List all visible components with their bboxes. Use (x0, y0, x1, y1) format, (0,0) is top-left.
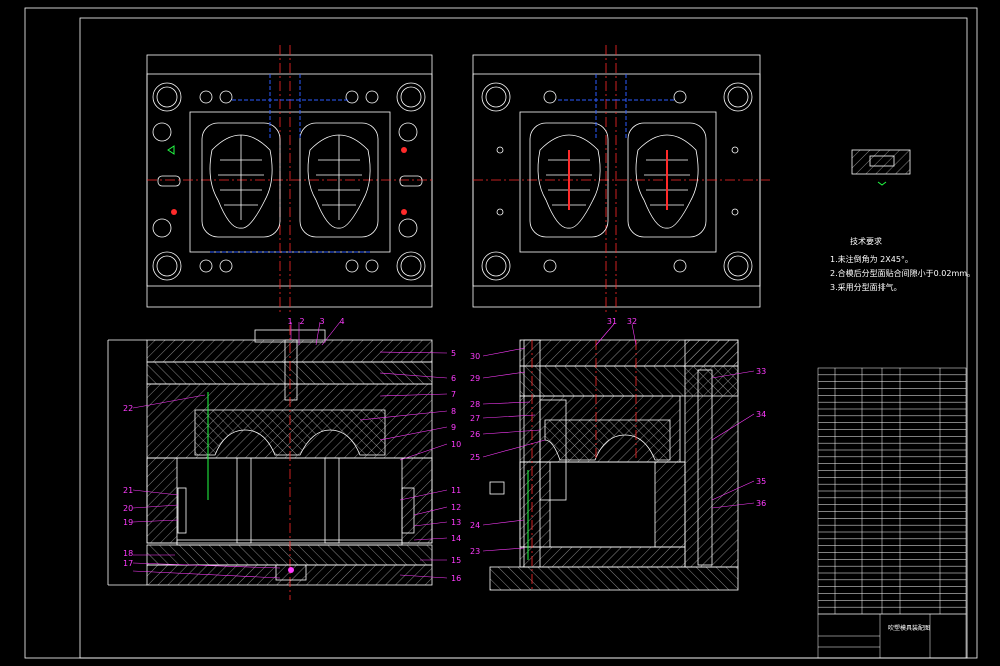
detail-view (851, 149, 911, 186)
callout-2: 2 (299, 317, 304, 326)
callout-12: 12 (451, 503, 461, 512)
tech-req-item-3: 3.采用分型面排气。 (830, 282, 902, 292)
plan-view-left (146, 45, 433, 315)
callout-5: 5 (451, 349, 456, 358)
callout-25: 25 (470, 453, 480, 462)
callout-35: 35 (756, 477, 766, 486)
callout-21: 21 (123, 486, 133, 495)
callout-19: 19 (123, 518, 133, 527)
callout-10: 10 (451, 440, 461, 449)
parts-list-table (817, 367, 967, 615)
callout-20: 20 (123, 504, 133, 513)
tech-req-item-2: 2.合模后分型面贴合间隙小于0.02mm。 (830, 268, 975, 278)
callout-13: 13 (451, 518, 461, 527)
tech-req-title: 技术要求 (850, 236, 882, 246)
callout-15: 15 (451, 556, 461, 565)
callout-27: 27 (470, 414, 480, 423)
callout-36: 36 (756, 499, 766, 508)
callout-16: 16 (451, 574, 461, 583)
callout-18: 18 (123, 549, 133, 558)
callout-8: 8 (451, 407, 456, 416)
callouts-right: 23 24 25 26 27 28 29 30 31 32 33 34 35 3… (470, 317, 766, 556)
callout-6: 6 (451, 374, 456, 383)
callout-3: 3 (319, 317, 324, 326)
title-block: 吹塑模具装配图 (817, 613, 967, 659)
callout-28: 28 (470, 400, 480, 409)
callout-23: 23 (470, 547, 480, 556)
tech-req-item-1: 1.未注倒角为 2X45°。 (830, 254, 913, 264)
callout-26: 26 (470, 430, 480, 439)
callout-31: 31 (607, 317, 617, 326)
callout-11: 11 (451, 486, 461, 495)
callout-34: 34 (756, 410, 766, 419)
technical-requirements: 技术要求 1.未注倒角为 2X45°。 2.合模后分型面贴合间隙小于0.02mm… (830, 236, 975, 292)
callout-14: 14 (451, 534, 461, 543)
callout-22: 22 (123, 404, 133, 413)
callout-4: 4 (339, 317, 344, 326)
callout-29: 29 (470, 374, 480, 383)
callout-9: 9 (451, 423, 456, 432)
callout-24: 24 (470, 521, 480, 530)
callouts-left: 1 2 3 4 5 6 7 8 9 10 11 12 13 14 15 16 1… (123, 317, 461, 583)
section-view-left (107, 325, 433, 600)
callout-17: 17 (123, 559, 133, 568)
callout-32: 32 (627, 317, 637, 326)
callout-7: 7 (451, 390, 456, 399)
section-view-right (489, 339, 739, 591)
inner-border (79, 17, 968, 659)
callout-30: 30 (470, 352, 480, 361)
drawing-name: 吹塑模具装配图 (888, 624, 930, 632)
plan-view-right (472, 45, 770, 315)
callout-1: 1 (287, 317, 292, 326)
callout-33: 33 (756, 367, 766, 376)
